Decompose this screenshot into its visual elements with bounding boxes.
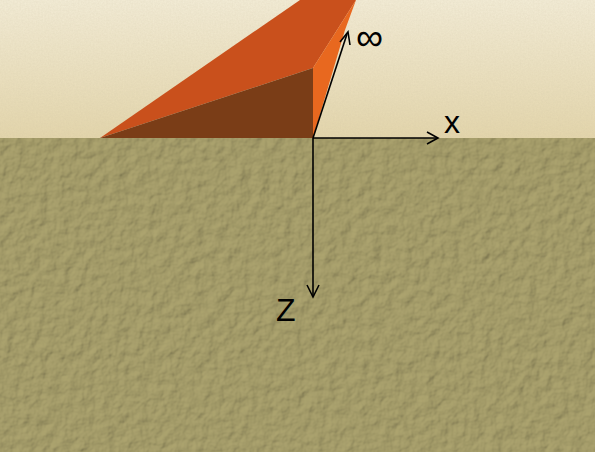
wedge-front-face [100,68,313,138]
infinity-label: ∞ [356,18,383,56]
surface-texture [0,0,595,138]
x-arrowhead [427,132,438,144]
x-axis [313,137,437,139]
surface-plane [0,0,595,138]
wedge-side-face [313,0,356,138]
wedge-top-face [100,0,356,138]
z-axis-label: Z [276,294,296,326]
z-axis [312,138,314,296]
ground-tint [0,138,595,452]
infinity-arrowhead [340,32,350,45]
x-axis-label: x [444,106,460,138]
axes [307,32,438,297]
z-arrowhead [307,285,319,297]
ground-section [0,138,595,452]
infinity-axis [313,34,347,138]
